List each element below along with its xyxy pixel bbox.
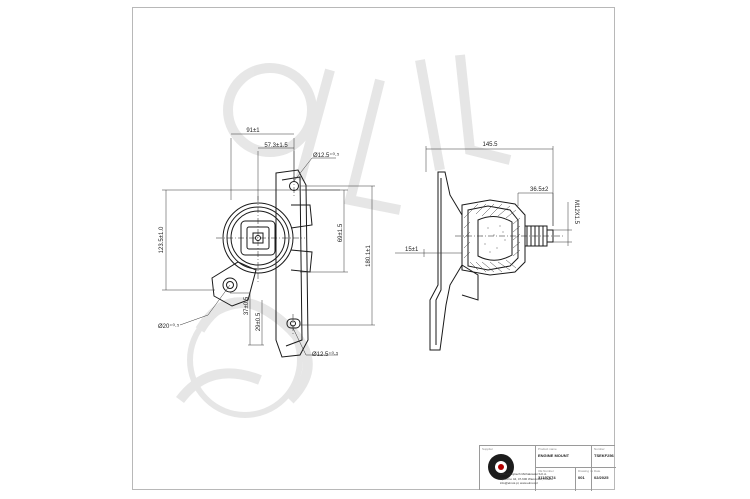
- dim-hole-bottom: Ø12.5⁺⁰·⁵: [312, 351, 339, 358]
- company-info: ElMot Wojciech Michałowski S.K.A. Opoczn…: [500, 472, 553, 486]
- title-block: Supplier ElMot Wojciech Michałowski S.K.…: [479, 445, 616, 491]
- number-label: Number: [594, 447, 605, 451]
- part-number: TSEKF256: [594, 453, 614, 458]
- date-label: Date: [594, 469, 601, 473]
- oe-number-label: OE Number: [538, 469, 554, 473]
- supplier-label: Supplier: [482, 447, 494, 451]
- dim-hole-top: Ø12.5⁺⁰·⁵: [313, 152, 340, 159]
- company-name: ElMot Wojciech Michałowski S.K.A.: [500, 472, 547, 476]
- dim-thread: M12X1.5: [573, 200, 579, 225]
- dim-37: 37±0.5: [244, 296, 250, 315]
- section-hatching: [463, 203, 521, 273]
- oe-number-cell: OE Number 31197674: [536, 468, 576, 491]
- side-section-view: [429, 171, 565, 351]
- front-view-dimensions: [162, 133, 375, 356]
- company-logo: [488, 454, 514, 480]
- dim-91: 91±1: [246, 128, 260, 134]
- side-plate: [429, 171, 463, 351]
- dim-145: 145.5: [482, 142, 498, 148]
- dim-57: 57.3±1.5: [264, 143, 288, 149]
- drawing-no-label: Drawing no: [578, 469, 594, 473]
- dim-69: 69±1.5: [338, 223, 344, 242]
- side-view-dimensions: [395, 146, 572, 257]
- company-address: Opoczno 44, 47-600 Wieszowa, Poland: [500, 476, 553, 481]
- drawing-no: 001: [578, 475, 585, 480]
- watermark-logo: [176, 54, 512, 418]
- dim-29: 29±0.5: [256, 312, 262, 331]
- dim-180: 180.1±1: [366, 245, 372, 267]
- dim-20: Ø20⁺⁰·⁵: [158, 323, 180, 330]
- lower-arm: [211, 261, 257, 307]
- oe-number: 31197674: [538, 475, 556, 480]
- number-cell: Number TSEKF256: [592, 446, 616, 468]
- front-view-dim-text: 91±1 57.3±1.5 Ø12.5⁺⁰·⁵ 69±1.5 123.5±1.0…: [158, 128, 372, 358]
- bottom-slot: [286, 318, 301, 329]
- product-name: ENGINE MOUNT: [538, 453, 570, 458]
- section-housing: [461, 199, 526, 276]
- section-stipple: [481, 225, 506, 253]
- supplier-cell: Supplier ElMot Wojciech Michałowski S.K.…: [480, 446, 553, 491]
- date: 02/2025: [594, 475, 609, 480]
- arm-hole: [222, 277, 238, 293]
- dim-36: 36.5±2: [530, 187, 549, 193]
- dim-15: 15±1: [405, 247, 419, 253]
- company-contact: info@elmot.pl, www.elmot.pl: [500, 481, 538, 485]
- front-view: [211, 169, 313, 358]
- date-cell: Date 02/2025: [592, 468, 616, 491]
- product-name-label: Product name: [538, 447, 557, 451]
- drawing-frame: [132, 7, 615, 490]
- drawing-no-cell: Drawing no 001: [576, 468, 594, 491]
- product-name-cell: Product name ENGINE MOUNT: [536, 446, 592, 468]
- bracket-plate: [275, 169, 309, 358]
- dim-123: 123.5±1.0: [159, 226, 165, 253]
- side-view-dim-text: 145.5 36.5±2 15±1 M12X1.5: [405, 142, 579, 253]
